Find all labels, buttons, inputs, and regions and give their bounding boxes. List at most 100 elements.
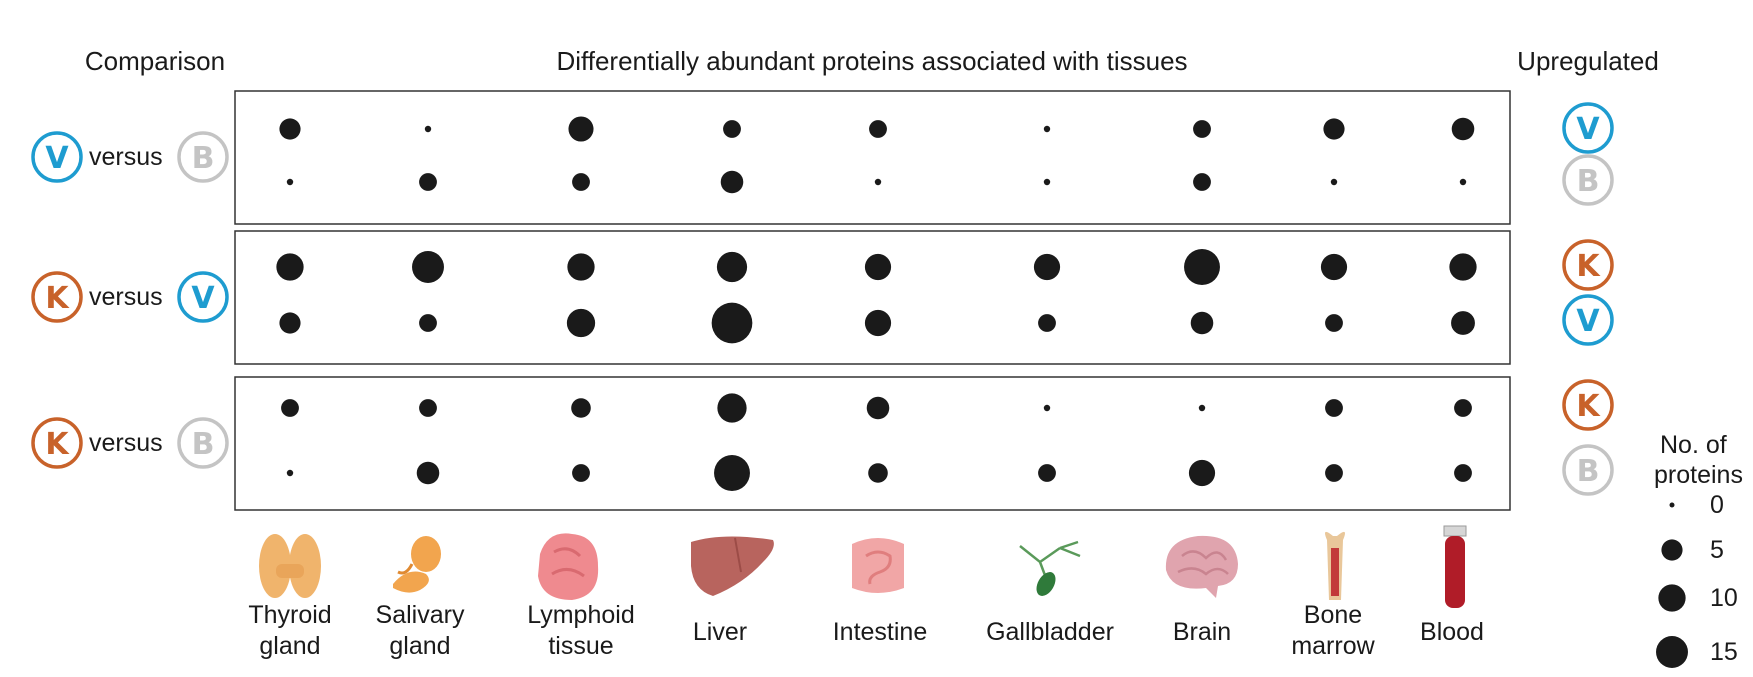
svg-text:K: K: [1576, 249, 1601, 284]
tissue-label-0-line-0: Thyroid: [248, 601, 331, 629]
gallbladder-icon: [1019, 540, 1081, 596]
dot-k-vs-b-k-tissue-6: [1198, 404, 1206, 412]
upregulated-badge-b: B: [1562, 154, 1614, 206]
bone-marrow-icon: [1325, 531, 1345, 600]
legend-dot-0: [1669, 502, 1675, 508]
versus-label: versus: [89, 283, 163, 311]
panel-k-vs-b: [234, 376, 1511, 511]
dot-k-vs-v-v-tissue-7: [1325, 314, 1343, 332]
upregulated-header: Upregulated: [1517, 46, 1659, 76]
dot-v-vs-b-b-tissue-0: [286, 178, 294, 186]
legend-title-line-2: proteins: [1654, 461, 1743, 489]
tissue-label-7-line-1: marrow: [1291, 632, 1375, 660]
versus-label: versus: [89, 429, 163, 457]
legend-dot-15: [1656, 636, 1688, 668]
dot-k-vs-v-k-tissue-5: [1033, 253, 1061, 281]
dot-k-vs-v-v-tissue-1: [419, 314, 437, 332]
badge-v: V: [177, 271, 229, 323]
upregulated-badge-v: V: [1562, 294, 1614, 346]
dot-k-vs-b-k-tissue-7: [1325, 399, 1343, 417]
dot-k-vs-v-k-tissue-4: [864, 253, 892, 281]
dot-k-vs-v-v-tissue-5: [1038, 314, 1056, 332]
dot-k-vs-b-k-tissue-8: [1454, 399, 1472, 417]
upregulated-badge-k: K: [1562, 239, 1614, 291]
dot-v-vs-b-v-tissue-0: [279, 118, 301, 140]
chart-title: Differentially abundant proteins associa…: [556, 46, 1187, 76]
dot-k-vs-b-k-tissue-1: [419, 399, 437, 417]
tissue-label-8-line-0: Blood: [1420, 618, 1484, 646]
dot-v-vs-b-b-tissue-8: [1459, 178, 1467, 186]
dot-k-vs-v-k-tissue-2: [567, 253, 595, 281]
dot-k-vs-b-k-tissue-0: [281, 399, 299, 417]
dot-v-vs-b-b-tissue-5: [1043, 178, 1051, 186]
tissue-label-4-line-0: Intestine: [833, 618, 928, 646]
dot-v-vs-b-v-tissue-2: [568, 116, 594, 142]
dot-v-vs-b-b-tissue-6: [1193, 173, 1211, 191]
legend-label-15: 15: [1710, 638, 1738, 666]
svg-text:V: V: [1576, 112, 1600, 147]
dot-k-vs-b-b-tissue-3: [714, 455, 750, 491]
legend-label-10: 10: [1710, 584, 1738, 612]
dot-k-vs-b-k-tissue-2: [571, 398, 591, 418]
dot-v-vs-b-v-tissue-1: [424, 125, 432, 133]
dot-k-vs-b-b-tissue-5: [1038, 464, 1056, 482]
dot-k-vs-b-b-tissue-1: [416, 461, 440, 485]
dot-v-vs-b-v-tissue-3: [723, 120, 741, 138]
upregulated-badge-k: K: [1562, 379, 1614, 431]
lymphoid-tissue-icon: [538, 533, 599, 600]
panel-k-vs-v: [234, 230, 1511, 365]
dot-k-vs-v-v-tissue-3: [711, 302, 753, 344]
svg-text:V: V: [45, 141, 69, 176]
dot-v-vs-b-v-tissue-5: [1043, 125, 1051, 133]
panel-v-vs-b: [234, 90, 1511, 225]
dot-k-vs-b-b-tissue-4: [868, 463, 888, 483]
badge-k: K: [31, 271, 83, 323]
dot-v-vs-b-v-tissue-6: [1193, 120, 1211, 138]
dot-k-vs-b-k-tissue-4: [866, 396, 890, 420]
tissue-label-6-line-0: Brain: [1173, 618, 1231, 646]
legend-dot-5: [1661, 539, 1683, 561]
dot-k-vs-v-k-tissue-3: [716, 251, 748, 283]
svg-text:K: K: [1576, 389, 1601, 424]
svg-text:B: B: [192, 141, 215, 176]
comparison-label-k-vs-v: K versus V: [31, 271, 229, 323]
legend-title-line-1: No. of: [1660, 431, 1727, 459]
intestine-icon: [852, 538, 904, 593]
dot-k-vs-v-v-tissue-4: [864, 309, 892, 337]
tissue-label-3-line-0: Liver: [693, 618, 747, 646]
tissue-label-7-line-0: Bone: [1304, 601, 1362, 629]
dot-v-vs-b-v-tissue-8: [1451, 117, 1475, 141]
svg-text:K: K: [45, 427, 70, 462]
tissue-label-0-line-1: gland: [259, 632, 320, 660]
svg-text:K: K: [45, 281, 70, 316]
dot-k-vs-b-b-tissue-2: [572, 464, 590, 482]
liver-icon: [691, 536, 774, 596]
dot-k-vs-v-k-tissue-6: [1184, 249, 1220, 285]
svg-text:B: B: [192, 427, 215, 462]
dot-v-vs-b-b-tissue-1: [419, 173, 437, 191]
dot-k-vs-v-k-tissue-1: [412, 251, 444, 283]
dot-k-vs-b-k-tissue-5: [1043, 404, 1051, 412]
tissue-label-2-line-0: Lymphoid: [527, 601, 634, 629]
comparison-label-v-vs-b: V versus B: [31, 131, 229, 183]
tissue-label-2-line-1: tissue: [548, 632, 613, 660]
upregulated-badge-b: B: [1562, 444, 1614, 496]
dot-k-vs-b-b-tissue-7: [1325, 464, 1343, 482]
dot-k-vs-v-k-tissue-8: [1449, 253, 1477, 281]
dot-k-vs-v-k-tissue-7: [1320, 253, 1348, 281]
dot-k-vs-b-k-tissue-3: [717, 393, 747, 423]
badge-b: B: [177, 417, 229, 469]
legend-dot-10: [1658, 584, 1686, 612]
svg-text:B: B: [1577, 454, 1600, 489]
thyroid-icon: [259, 534, 321, 598]
dot-v-vs-b-b-tissue-7: [1330, 178, 1338, 186]
dot-v-vs-b-b-tissue-4: [874, 178, 882, 186]
dot-v-vs-b-b-tissue-3: [720, 170, 744, 194]
dot-v-vs-b-v-tissue-4: [869, 120, 887, 138]
dot-k-vs-v-k-tissue-0: [276, 253, 304, 281]
dot-v-vs-b-v-tissue-7: [1323, 118, 1345, 140]
dot-k-vs-b-b-tissue-6: [1188, 459, 1216, 487]
